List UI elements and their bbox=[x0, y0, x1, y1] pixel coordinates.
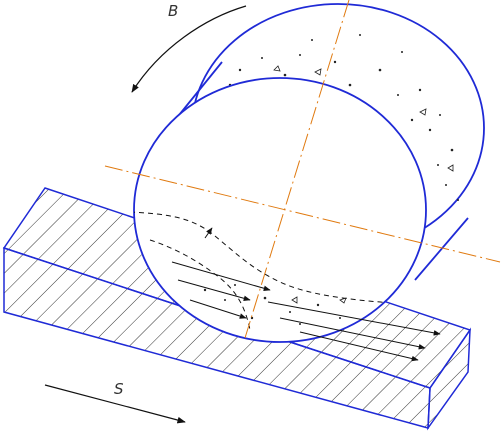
curved-arrow-icon bbox=[131, 5, 247, 93]
chip-flow-arrows bbox=[171, 227, 441, 362]
wheel-front-face bbox=[133, 77, 427, 343]
grinding-wheel bbox=[133, 3, 485, 362]
straight-arrow-icon bbox=[44, 384, 186, 424]
rotation-label: B bbox=[168, 2, 178, 20]
horizontal-axis bbox=[104, 165, 501, 263]
axis-lines bbox=[104, 0, 501, 339]
vertical-axis bbox=[244, 0, 350, 339]
feed-label: S bbox=[114, 380, 124, 398]
contact-zone bbox=[134, 211, 426, 331]
workpiece-end-face bbox=[427, 327, 471, 431]
